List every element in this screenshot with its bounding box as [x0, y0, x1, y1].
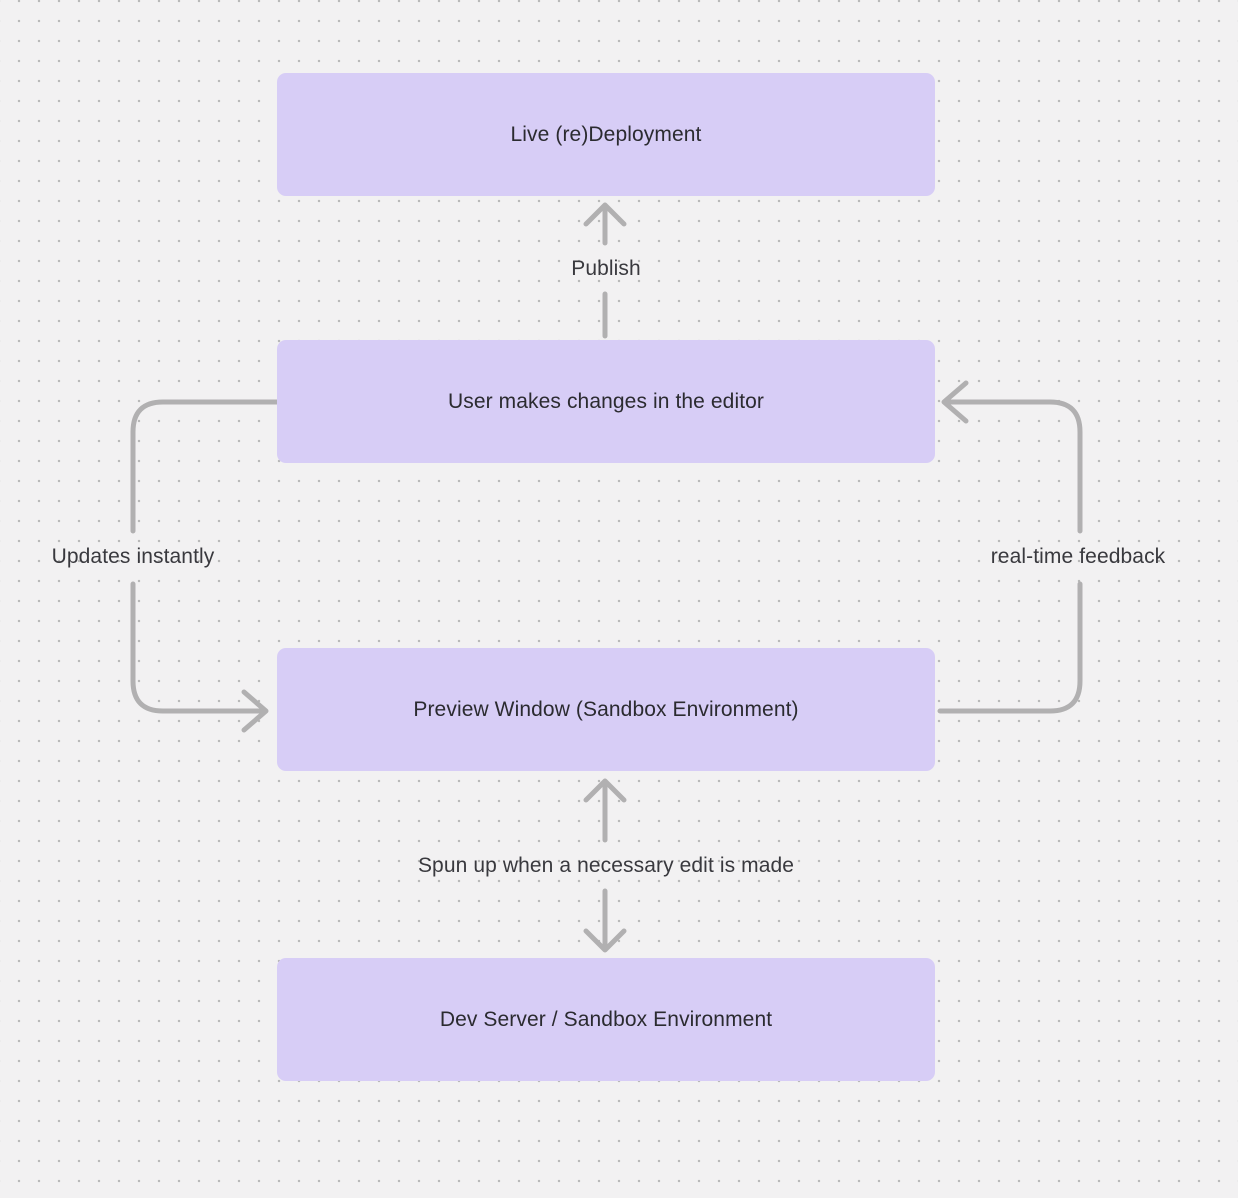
node-dev-server-label: Dev Server / Sandbox Environment — [439, 1007, 773, 1031]
edge-label-real-time-feedback: real-time feedback — [990, 545, 1166, 568]
arrowhead-up-icon — [583, 778, 627, 803]
node-dev-server: Dev Server / Sandbox Environment — [277, 958, 935, 1081]
feedback-arrow-lower — [937, 581, 1083, 714]
edge-label-publish: Publish — [571, 257, 641, 280]
node-preview-window-label: Preview Window (Sandbox Environment) — [413, 697, 799, 721]
updates-arrow-lower — [130, 581, 266, 714]
node-live-redeployment: Live (re)Deployment — [277, 73, 935, 196]
node-live-redeployment-label: Live (re)Deployment — [510, 122, 702, 146]
arrowhead-left-icon — [941, 380, 969, 424]
edge-label-updates-instantly: Updates instantly — [51, 545, 215, 568]
edge-label-spun-up: Spun up when a necessary edit is made — [417, 854, 795, 877]
arrowhead-right-icon — [241, 689, 269, 733]
arrowhead-down-icon — [583, 928, 627, 953]
node-user-editor-label: User makes changes in the editor — [447, 389, 765, 413]
feedback-arrow-upper — [944, 399, 1083, 534]
node-user-editor: User makes changes in the editor — [277, 340, 935, 463]
node-preview-window: Preview Window (Sandbox Environment) — [277, 648, 935, 771]
arrowhead-up-icon — [583, 202, 627, 227]
updates-arrow-upper — [130, 399, 280, 534]
